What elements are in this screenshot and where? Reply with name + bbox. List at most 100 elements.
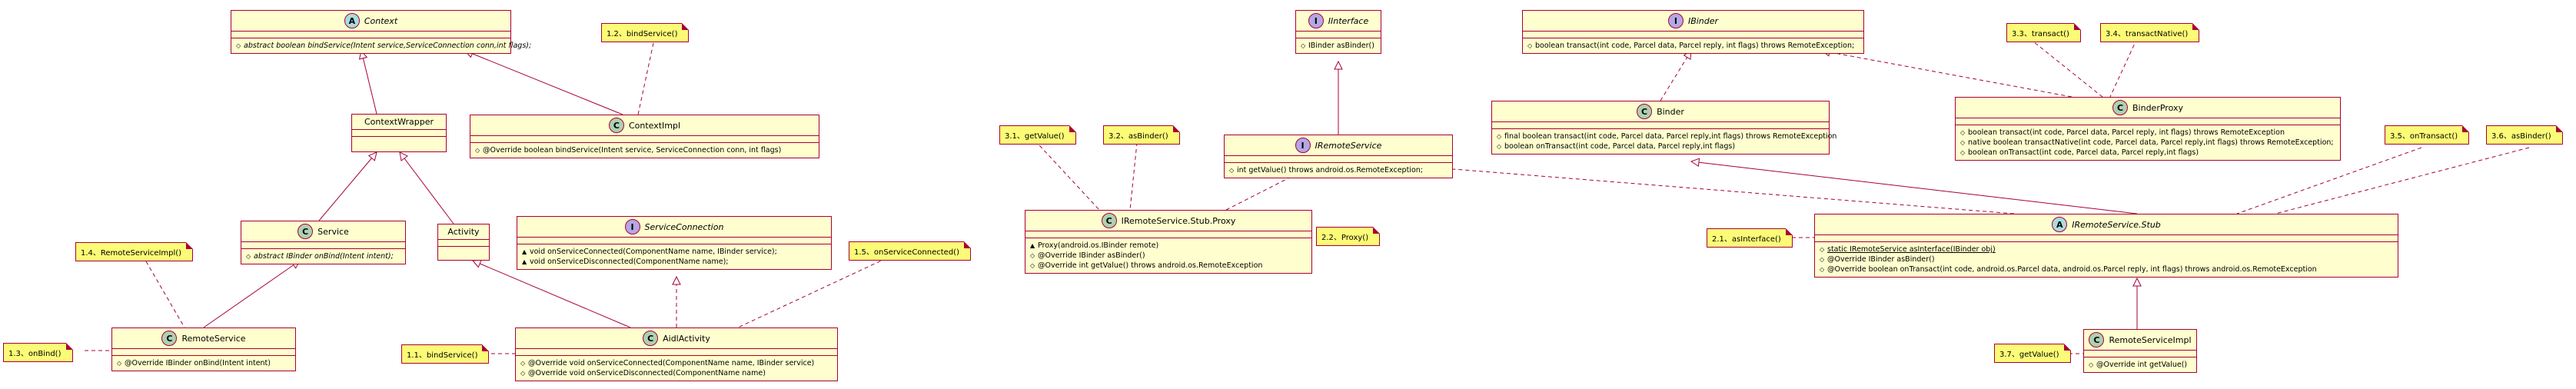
- method: ◇@Override boolean bindService(Intent se…: [475, 146, 782, 155]
- class-context: A Context ◇abstract boolean bindService(I…: [231, 10, 532, 54]
- class-icon: C: [2089, 332, 2105, 347]
- interface-icon: I: [1308, 13, 1324, 28]
- note-n11: 1.1、bindService(): [401, 344, 490, 364]
- method: ◇boolean onTransact(int code, Parcel dat…: [1960, 148, 2199, 157]
- class-name: IRemoteService.Stub: [2072, 219, 2161, 230]
- note-n22: 2.2、Proxy(): [1316, 227, 1381, 246]
- method: ▲Proxy(android.os.IBinder remote): [1030, 241, 1159, 250]
- class-name: Binder: [1657, 106, 1684, 117]
- method: ◇final boolean transact(int code, Parcel…: [1497, 132, 1837, 141]
- class-name: Service: [317, 226, 349, 237]
- note-link-n33: [2029, 38, 2103, 98]
- note-n33: 3.3、transact(): [2006, 23, 2081, 42]
- interface-icon: I: [624, 219, 640, 234]
- method: ◇@Override void onServiceDisconnected(Co…: [520, 369, 766, 377]
- class-name: ContextWrapper: [364, 117, 434, 127]
- method: ◇IBinder asBinder(): [1301, 42, 1374, 50]
- interface-icon: I: [1667, 13, 1684, 28]
- class-name: IInterface: [1328, 15, 1369, 26]
- method: ◇@Override IBinder asBinder(): [1820, 255, 1935, 264]
- note-n15: 1.5、onServiceConnected(): [849, 241, 971, 261]
- class-name: IRemoteService: [1315, 140, 1382, 151]
- class-name: BinderProxy: [2132, 102, 2183, 113]
- note-link-n34: [2109, 38, 2138, 98]
- note-n34: 3.4、transactNative(): [2100, 23, 2200, 42]
- class-name: ServiceConnection: [644, 221, 724, 232]
- class-name: RemoteService: [181, 333, 246, 344]
- class-icon: C: [1101, 213, 1117, 228]
- note-link-n14: [145, 261, 185, 328]
- class-name: Activity: [447, 227, 480, 237]
- method: ◇boolean transact(int code, Parcel data,…: [1960, 128, 2285, 137]
- edge-binder-ibinder: [1660, 51, 1691, 101]
- note-n21: 2.1、asInterface(): [1707, 228, 1793, 248]
- class-proxy: C IRemoteService.Stub.Proxy ▲Proxy(androi…: [1025, 210, 1312, 274]
- method: ◇boolean onTransact(int code, Parcel dat…: [1497, 142, 1736, 151]
- edge-stub-iremoteservice: [1376, 163, 2015, 214]
- note-n12: 1.2、bindService(): [601, 23, 690, 42]
- method: ◇abstract boolean bindService(Intent ser…: [236, 42, 532, 50]
- class-serviceconnection: I ServiceConnection ▲void onServiceConnec…: [517, 216, 832, 270]
- edge-service-contextwrapper: [318, 152, 377, 221]
- edge-binderproxy-ibinder: [1822, 51, 2072, 98]
- note-link-n12: [637, 42, 654, 115]
- note-link-n15: [737, 251, 900, 328]
- edge-contextwrapper-context: [361, 51, 377, 115]
- interface-icon: I: [1295, 138, 1311, 153]
- abstract-class-icon: A: [344, 13, 360, 28]
- class-binder: C Binder ◇final boolean transact(int code…: [1491, 101, 1837, 155]
- note-n14: 1.4、RemoteServiceImpl(): [75, 242, 194, 261]
- class-icon: C: [2112, 100, 2128, 115]
- class-stub: A IRemoteService.Stub ◇static IRemoteServ…: [1814, 214, 2398, 278]
- class-aidlactivity: C AidlActivity ◇@Override void onServiceC…: [515, 327, 838, 381]
- note-link-n36: [2275, 147, 2530, 214]
- class-name: IRemoteService.Stub.Proxy: [1121, 215, 1236, 226]
- class-name: Context: [364, 15, 398, 26]
- method: ◇@Override int getValue() throws android…: [1030, 261, 1263, 270]
- class-contextimpl: C ContextImpl ◇@Override boolean bindServ…: [470, 115, 819, 158]
- note-n31: 3.1、getValue(): [999, 125, 1076, 145]
- method: ◇boolean transact(int code, Parcel data,…: [1527, 42, 1855, 50]
- edge-activity-contextwrapper: [400, 152, 454, 224]
- method: ◇@Override boolean onTransact(int code, …: [1820, 265, 2317, 274]
- class-iremoteservice: I IRemoteService ◇int getValue() throws a…: [1224, 135, 1453, 178]
- note-link-n35: [2236, 147, 2422, 214]
- class-icon: C: [161, 331, 178, 346]
- class-icon: C: [297, 224, 314, 239]
- note-n35: 3.5、onTransact(): [2385, 125, 2470, 145]
- method: ◇native boolean transactNative(int code,…: [1960, 138, 2334, 147]
- method: ◇@Override void onServiceConnected(Compo…: [520, 359, 815, 367]
- class-binderproxy: C BinderProxy ◇boolean transact(int code,…: [1955, 97, 2341, 161]
- note-n32: 3.2、asBinder(): [1103, 125, 1180, 145]
- class-contextwrapper: ContextWrapper: [351, 114, 447, 152]
- note-n36: 3.6、asBinder(): [2486, 125, 2563, 145]
- method: ◇@Override IBinder asBinder(): [1030, 251, 1145, 260]
- edge-remoteservice-service: [203, 261, 300, 328]
- note-link-n31: [1029, 135, 1100, 211]
- method: ◇int getValue() throws android.os.Remote…: [1229, 166, 1423, 175]
- edge-stub-binder: [1691, 161, 2138, 214]
- class-name: AidlActivity: [663, 333, 710, 344]
- method: ◇static IRemoteService asInterface(IBind…: [1820, 245, 1996, 254]
- class-activity: Activity: [437, 224, 490, 261]
- class-icon: C: [643, 331, 659, 346]
- note-link-n32: [1129, 135, 1138, 211]
- method: ◇@Override int getValue(): [2089, 361, 2188, 369]
- note-n37: 3.7、getValue(): [1994, 344, 2071, 363]
- class-icon: C: [608, 118, 624, 133]
- class-iinterface: I IInterface ◇IBinder asBinder(): [1295, 10, 1381, 54]
- abstract-class-icon: A: [2052, 217, 2068, 232]
- method: ◇abstract IBinder onBind(Intent intent);: [246, 252, 394, 261]
- class-name: IBinder: [1687, 15, 1719, 26]
- method: ▲void onServiceConnected(ComponentName n…: [522, 248, 777, 256]
- method: ▲void onServiceDisconnected(ComponentNam…: [522, 258, 729, 266]
- edge-contextimpl-context: [465, 51, 623, 115]
- method: ◇@Override IBinder onBind(Intent intent): [117, 359, 271, 367]
- class-icon: C: [1637, 104, 1653, 119]
- edge-aidlactivity-activity: [473, 261, 631, 328]
- class-name: ContextImpl: [628, 120, 681, 131]
